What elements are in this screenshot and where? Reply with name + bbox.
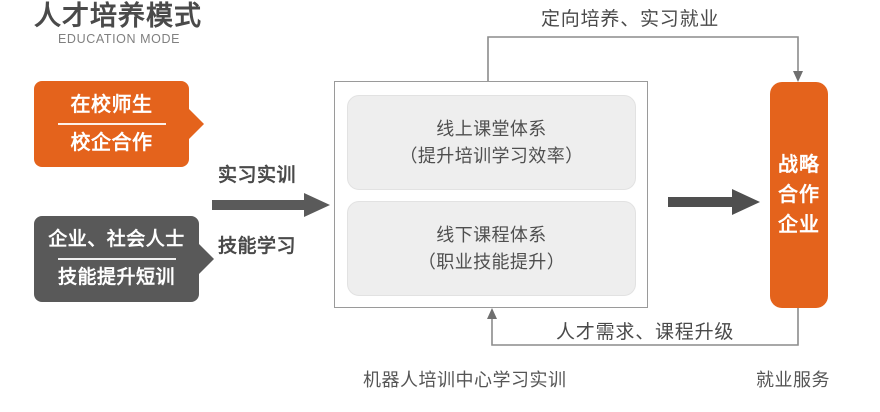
course-online-line1: 线上课堂体系	[436, 118, 547, 139]
loop-label-top: 定向培养、实习就业	[541, 9, 720, 30]
partner-line2: 合作	[778, 184, 820, 206]
course-card-offline[interactable]: 线下课程体系 （职业技能提升）	[347, 201, 636, 296]
training-center-box: 线上课堂体系 （提升培训学习效率） 线下课程体系 （职业技能提升）	[334, 81, 648, 308]
source-students-line1: 在校师生	[70, 94, 153, 116]
source-workers-line2: 技能提升短训	[57, 267, 175, 288]
arrowhead-down-icon	[793, 71, 803, 82]
caption-employment-service: 就业服务	[756, 370, 830, 390]
arrowhead-up-icon	[487, 308, 497, 319]
transfer-label-bottom: 技能学习	[218, 236, 297, 257]
loop-path-top	[487, 36, 799, 81]
course-offline-line2: （职业技能提升）	[417, 251, 566, 272]
arrow-right-icon-inbound	[212, 193, 330, 217]
partner-enterprise-box[interactable]: 战略 合作 企业	[770, 82, 828, 308]
course-online-line2: （提升培训学习效率）	[399, 145, 584, 166]
callout-pointer-icon	[198, 243, 214, 275]
source-workers-line1: 企业、社会人士	[48, 229, 185, 250]
partner-line1: 战略	[778, 154, 820, 176]
arrow-right-icon-outbound	[668, 189, 760, 215]
loop-label-bottom: 人才需求、课程升级	[556, 322, 735, 343]
transfer-label-top: 实习实训	[218, 165, 297, 186]
callout-pointer-icon	[188, 108, 204, 140]
course-offline-line1: 线下课程体系	[436, 224, 547, 245]
source-box-students[interactable]: 在校师生 校企合作	[34, 81, 204, 167]
divider-rule	[57, 123, 166, 125]
source-box-workers[interactable]: 企业、社会人士 技能提升短训	[34, 216, 214, 302]
caption-training-center: 机器人培训中心学习实训	[363, 370, 567, 390]
divider-rule	[57, 258, 176, 260]
partner-line3: 企业	[778, 214, 820, 236]
source-students-line2: 校企合作	[70, 132, 153, 154]
page-subtitle: EDUCATION MODE	[58, 32, 181, 46]
course-card-online[interactable]: 线上课堂体系 （提升培训学习效率）	[347, 95, 636, 190]
page-title: 人才培养模式	[34, 1, 202, 31]
